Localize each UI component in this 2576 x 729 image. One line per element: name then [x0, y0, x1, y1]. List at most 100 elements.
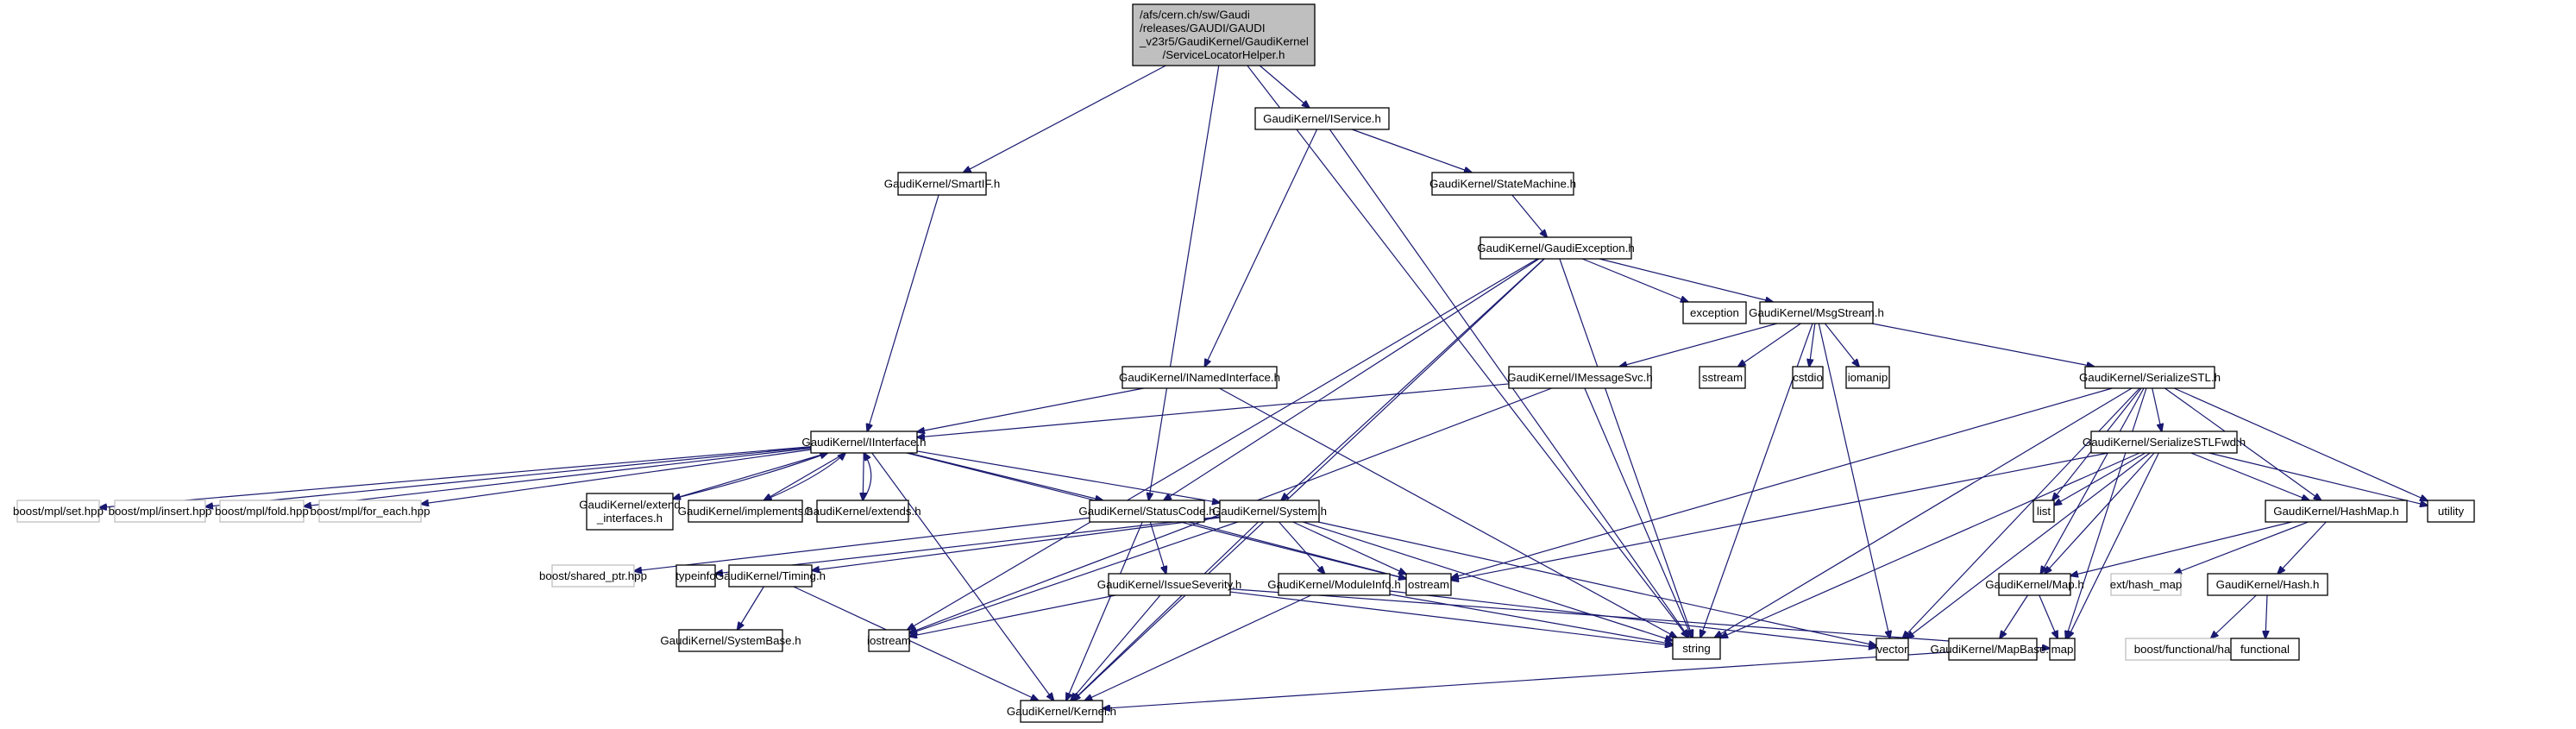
node-functional[interactable]: functional — [2230, 638, 2300, 661]
node-root[interactable]: /afs/cern.ch/sw/Gaudi/releases/GAUDI/GAU… — [1132, 3, 1316, 66]
node-box — [1132, 3, 1316, 66]
node-mpl-for-each: boost/mpl/for_each.hpp — [311, 500, 430, 523]
node-statuscode[interactable]: GaudiKernel/StatusCode.h — [1078, 500, 1216, 523]
node-sstream[interactable]: sstream — [1699, 366, 1746, 389]
node-iomanip[interactable]: iomanip — [1845, 366, 1890, 389]
node-smartif[interactable]: GaudiKernel/SmartIF.h — [884, 172, 1001, 196]
node-iostream[interactable]: iostream — [867, 629, 911, 652]
edge-StatusCode-to-ostream — [1188, 521, 1406, 579]
edge-StateMachine-to-GaudiException — [1511, 194, 1547, 237]
edge-Map-to-map — [2039, 594, 2058, 638]
node-box — [675, 564, 716, 588]
node-utility[interactable]: utility — [2427, 500, 2475, 523]
edge-System-to-vector — [1317, 521, 1876, 645]
edge-GaudiException-to-Kernel — [1073, 258, 1545, 701]
edge-root-to-string — [1247, 65, 1688, 638]
edge-layer — [99, 65, 2428, 708]
node-imessagesvc[interactable]: GaudiKernel/IMessageSvc.h — [1507, 366, 1653, 389]
node-timing[interactable]: GaudiKernel/Timing.h — [715, 564, 826, 588]
edge-IInterface-to-mpl_set — [99, 446, 812, 508]
node-extends[interactable]: GaudiKernel/extends.h — [804, 500, 921, 523]
node-iservice[interactable]: GaudiKernel/IService.h — [1254, 107, 1390, 130]
edge-INamedInterface-to-IInterface — [917, 387, 1144, 432]
node-ext-hash-map: ext/hash_map — [2110, 573, 2182, 596]
edge-IInterface-to-mpl_for_each — [421, 449, 812, 504]
edge-IssueSeverity-to-string — [1229, 591, 1673, 645]
node-label: list — [2037, 505, 2051, 518]
node-map[interactable]: map — [2049, 638, 2076, 661]
node-serializestl[interactable]: GaudiKernel/SerializeSTL.h — [2079, 366, 2221, 389]
edge-SerializeSTL-to-map — [2066, 387, 2147, 638]
edge-GaudiException-to-exception — [1581, 258, 1688, 302]
node-statemachine[interactable]: GaudiKernel/StateMachine.h — [1429, 172, 1576, 196]
node-iinterface[interactable]: GaudiKernel/IInterface.h — [801, 430, 927, 454]
node-system[interactable]: GaudiKernel/System.h — [1212, 500, 1327, 523]
node-exception[interactable]: exception — [1682, 301, 1747, 324]
node-label: _interfaces.h — [596, 512, 663, 525]
edge-SerializeSTLFwd-to-HashMap — [2190, 452, 2309, 500]
node-box — [16, 500, 100, 523]
node-box — [1089, 500, 1205, 523]
node-label: GaudiKernel/GaudiException.h — [1477, 242, 1635, 255]
edge-MapBase-to-Kernel — [1103, 651, 1950, 708]
node-label: string — [1682, 642, 1711, 655]
node-string[interactable]: string — [1672, 637, 1721, 660]
node-moduleinfo[interactable]: GaudiKernel/ModuleInfo.h — [1267, 573, 1401, 596]
node-map[interactable]: GaudiKernel/Map.h — [1985, 573, 2084, 596]
node-label: GaudiKernel/SerializeSTLFwd.h — [2083, 436, 2246, 449]
node-box — [897, 172, 987, 196]
node-box — [2033, 500, 2055, 523]
node-hash[interactable]: GaudiKernel/Hash.h — [2207, 573, 2328, 596]
node-label: _v23r5/GaudiKernel/GaudiKernel — [1139, 35, 1309, 48]
node-label: iomanip — [1848, 371, 1888, 384]
edge-MsgStream-to-vector — [1818, 323, 1889, 638]
node-typeinfo[interactable]: typeinfo — [675, 564, 716, 588]
node-box — [1122, 366, 1278, 389]
edge-IssueSeverity-to-map — [1229, 588, 2050, 649]
edge-IService-to-StateMachine — [1351, 129, 1472, 173]
edge-StatusCode-to-IssueSeverity — [1149, 521, 1165, 574]
node-label: GaudiKernel/implements.h — [678, 505, 814, 518]
edge-HashMap-to-Hash — [2278, 521, 2327, 574]
edge-SerializeSTL-to-string — [1714, 387, 2133, 638]
node-box — [678, 629, 783, 652]
edge-root-to-SmartIF — [964, 65, 1166, 173]
node-gaudiexception[interactable]: GaudiKernel/GaudiException.h — [1477, 236, 1635, 260]
node-label: ostream — [1408, 578, 1449, 591]
node-label: cstdio — [1793, 371, 1823, 384]
node-label: functional — [2240, 643, 2290, 656]
node-label: GaudiKernel/MapBase.h — [1931, 643, 2056, 656]
node-label: exception — [1690, 306, 1739, 319]
node-label: GaudiKernel/extends.h — [804, 505, 920, 518]
node-cstdio[interactable]: cstdio — [1792, 366, 1824, 389]
node-box — [688, 500, 803, 523]
node-list[interactable]: list — [2033, 500, 2055, 523]
node-serializestlfwd[interactable]: GaudiKernel/SerializeSTLFwd.h — [2083, 430, 2246, 454]
node-systembase[interactable]: GaudiKernel/SystemBase.h — [660, 629, 801, 652]
edge-SerializeSTLFwd-to-map — [2068, 452, 2159, 638]
edge-IInterface-to-implements — [763, 452, 846, 500]
node-mapbase[interactable]: GaudiKernel/MapBase.h — [1931, 638, 2056, 661]
edge-IInterface-to-mpl_fold — [304, 447, 812, 506]
node-issueseverity[interactable]: GaudiKernel/IssueSeverity.h — [1097, 573, 1242, 596]
node-kernel[interactable]: GaudiKernel/Kernel.h — [1007, 700, 1116, 723]
node-box — [1278, 573, 1391, 596]
node-extend-interfaces[interactable]: GaudiKernel/extend_interfaces.h — [579, 493, 681, 531]
node-ostream[interactable]: ostream — [1405, 573, 1452, 596]
node-box — [1792, 366, 1824, 389]
node-label: GaudiKernel/IssueSeverity.h — [1097, 578, 1242, 591]
edge-SerializeSTL-to-ostream — [1451, 387, 2113, 578]
edge-IInterface-to-Kernel — [871, 452, 1054, 701]
edge-SerializeSTLFwd-to-vector — [1907, 452, 2151, 638]
node-vector[interactable]: vector — [1875, 638, 1909, 661]
node-hashmap[interactable]: GaudiKernel/HashMap.h — [2265, 500, 2408, 523]
node-inamedinterface[interactable]: GaudiKernel/INamedInterface.h — [1119, 366, 1280, 389]
node-label: GaudiKernel/StatusCode.h — [1078, 505, 1215, 518]
node-box — [1254, 107, 1390, 130]
node-implements[interactable]: GaudiKernel/implements.h — [678, 500, 814, 523]
node-box — [816, 500, 909, 523]
node-msgstream[interactable]: GaudiKernel/MsgStream.h — [1749, 301, 1884, 324]
edge-MsgStream-to-cstdio — [1809, 323, 1816, 367]
edge-Hash-to-functional — [2265, 594, 2267, 638]
edge-extends-to-IInterface — [862, 453, 872, 501]
